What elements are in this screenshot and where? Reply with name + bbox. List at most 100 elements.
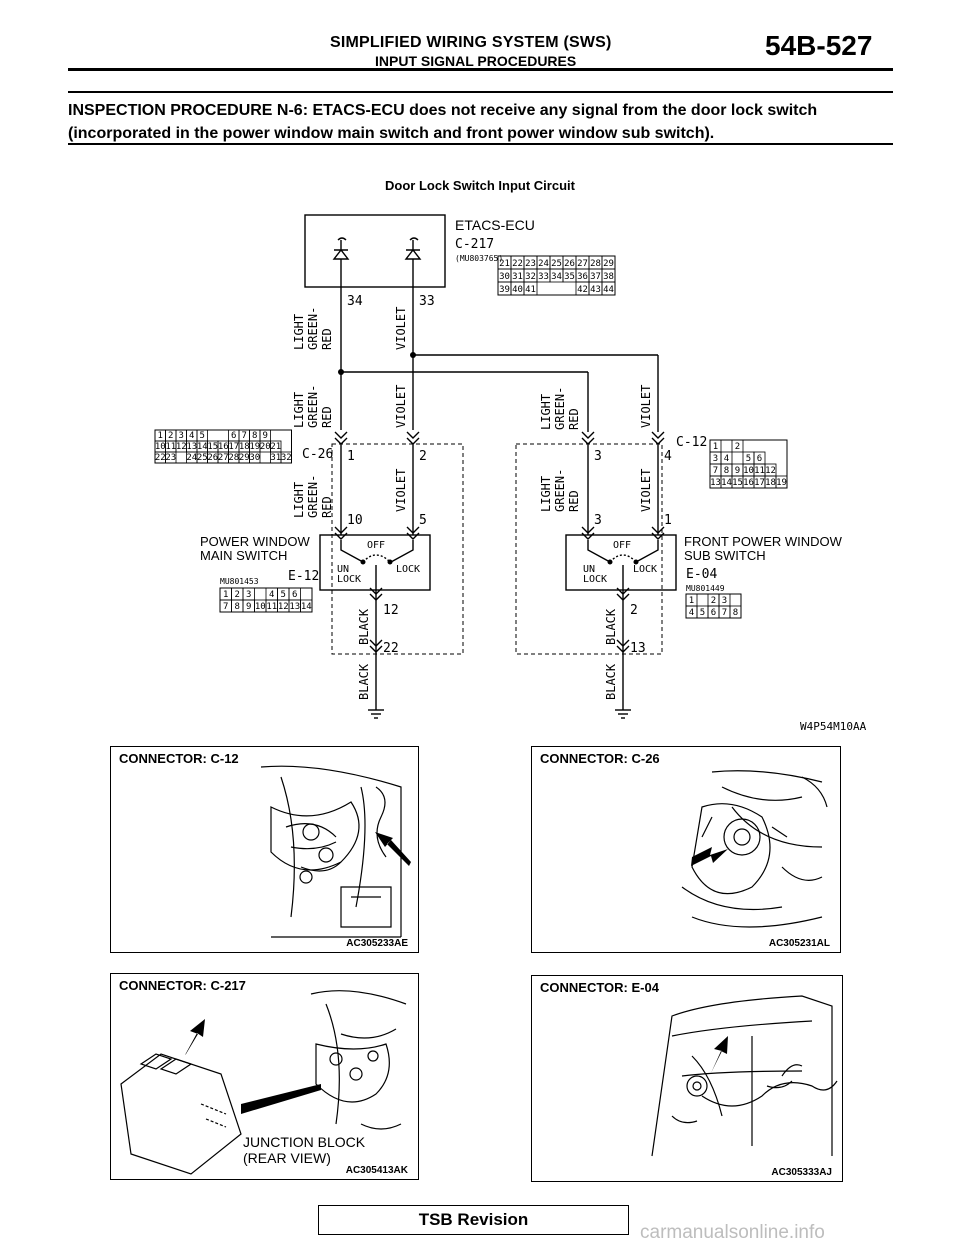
c12-pin-9: 9 — [735, 466, 740, 476]
c217-pin-36: 36 — [577, 272, 588, 282]
c26-pin-12: 12 — [176, 442, 187, 452]
c12-pin-18: 18 — [765, 478, 776, 488]
c26-pin-9: 9 — [263, 431, 268, 441]
tsb-revision-box: TSB Revision — [318, 1205, 629, 1235]
wire-label-black-4: BLACK — [604, 663, 618, 700]
main-ground-pin-12: 12 — [383, 603, 399, 618]
page-number: 54B-527 — [765, 30, 873, 61]
c12-pin-15: 15 — [732, 478, 743, 488]
inspection-line-2: (incorporated in the power window main s… — [68, 125, 715, 142]
wire-label-violet-3: VIOLET — [394, 469, 408, 512]
c12-pin-17: 17 — [754, 478, 765, 488]
e04-pin-4: 4 — [689, 608, 694, 618]
sub-switch-label-1: FRONT POWER WINDOW — [684, 534, 843, 549]
c217-pin-38: 38 — [603, 272, 614, 282]
e12-pin-12: 12 — [278, 602, 289, 612]
e12-pin-6: 6 — [292, 590, 297, 600]
c26-pin-19: 19 — [249, 442, 260, 452]
junction-block-note-1: JUNCTION BLOCK — [243, 1134, 366, 1150]
e12-pin-5: 5 — [281, 590, 286, 600]
c12-cell — [775, 475, 788, 489]
wire-label-lgr-5b: GREEN- — [553, 469, 567, 512]
c26-pin-7: 7 — [242, 431, 247, 441]
c12-pin-12: 12 — [765, 466, 776, 476]
c217-pin-27: 27 — [577, 259, 588, 269]
e04-pin-8: 8 — [733, 608, 738, 618]
main-switch-un: UN — [337, 564, 349, 575]
c217-pin-28: 28 — [590, 259, 601, 269]
c12-label: C-12 — [676, 435, 707, 450]
c26-pin-21: 21 — [270, 442, 281, 452]
c12-pin-14: 14 — [721, 478, 732, 488]
wire-label-lgr-4b: GREEN- — [553, 387, 567, 430]
c217-pin-26: 26 — [564, 259, 575, 269]
wire-label-lgr-4c: RED — [567, 408, 581, 430]
e12-pin-13: 13 — [289, 602, 300, 612]
wire-label-black-2: BLACK — [357, 663, 371, 700]
e04-label: E-04 — [686, 567, 717, 582]
c12-pin-6: 6 — [757, 454, 762, 464]
wire-label-violet-4: VIOLET — [639, 385, 653, 428]
e12-cell — [300, 599, 313, 613]
c26-pin-24: 24 — [186, 453, 197, 463]
header-rule — [68, 68, 893, 71]
photo-c12-illustration — [260, 765, 411, 938]
c217-pin-43: 43 — [590, 285, 601, 295]
c12-pin-2: 2 — [735, 442, 740, 452]
junction-block-note: JUNCTION BLOCK (REAR VIEW) — [243, 1134, 365, 1166]
c12-pin-16: 16 — [743, 478, 754, 488]
photo-c26-caption: CONNECTOR: C-26 — [540, 751, 660, 766]
sub-switch-off: OFF — [613, 540, 631, 551]
c26-pin-5: 5 — [200, 431, 205, 441]
c12-cell — [731, 439, 744, 453]
photo-c12: CONNECTOR: C-12 AC305233AE — [110, 746, 419, 953]
photo-e04-caption: CONNECTOR: E-04 — [540, 980, 659, 995]
ecu-label: ETACS-ECU — [455, 217, 535, 233]
c26-pin-22: 22 — [155, 453, 166, 463]
sub-pin-1: 1 — [664, 513, 672, 528]
c26-pin-17: 17 — [228, 442, 239, 452]
wire-label-lgr-3b: GREEN- — [306, 475, 320, 518]
wire-label-violet-1: VIOLET — [394, 307, 408, 350]
c217-pin-33: 33 — [538, 272, 549, 282]
junction-block-note-2: (REAR VIEW) — [243, 1150, 331, 1166]
photo-e04: CONNECTOR: E-04 AC305333AJ — [531, 975, 843, 1182]
c26-pin-6: 6 — [231, 431, 236, 441]
e12-pin-3: 3 — [246, 590, 251, 600]
e12-pin-9: 9 — [246, 602, 251, 612]
sub-ground-pin-2: 2 — [630, 603, 638, 618]
wire-label-violet-5: VIOLET — [639, 469, 653, 512]
sub-pin-3: 3 — [594, 513, 602, 528]
wire-label-lgr-5a: LIGHT — [539, 476, 553, 512]
photo-c12-caption: CONNECTOR: C-12 — [119, 751, 239, 766]
sub-ground-pin-13: 13 — [630, 641, 646, 656]
c217-pin-42: 42 — [577, 285, 588, 295]
c26-pin-18: 18 — [239, 442, 250, 452]
c12-pin-3: 3 — [594, 449, 602, 464]
c26-pin-10: 10 — [155, 442, 166, 452]
e12-pin-4: 4 — [269, 590, 274, 600]
c26-pin-15: 15 — [207, 442, 218, 452]
e12-pin-8: 8 — [235, 602, 240, 612]
e04-cell — [729, 605, 742, 619]
photo-c217-code: AC305413AK — [345, 1165, 408, 1176]
inspection-bottom-rule — [68, 143, 893, 145]
ecu-connector-label: C-217 — [455, 237, 494, 252]
c217-pin-40: 40 — [512, 285, 523, 295]
wire-label-lgr-1c: RED — [320, 328, 334, 350]
c12-pin-13: 13 — [710, 478, 721, 488]
e04-pin-1: 1 — [689, 596, 694, 606]
wire-label-lgr-2a: LIGHT — [292, 392, 306, 428]
e12-pin-10: 10 — [255, 602, 266, 612]
diagram-code: W4P54M10AA — [800, 720, 867, 733]
main-pin-10: 10 — [347, 513, 363, 528]
photo-c217-caption: CONNECTOR: C-217 — [119, 978, 246, 993]
c12-pin-11: 11 — [754, 466, 765, 476]
wire-label-black-1: BLACK — [357, 608, 371, 645]
c217-cell — [523, 281, 538, 296]
c217-pin-22: 22 — [512, 259, 523, 269]
c217-pin-37: 37 — [590, 272, 601, 282]
c26-pin-20: 20 — [260, 442, 271, 452]
